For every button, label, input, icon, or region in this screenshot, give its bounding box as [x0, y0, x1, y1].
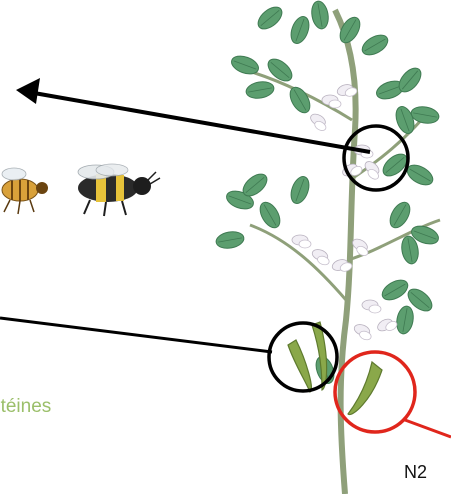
seed-pod [348, 362, 382, 415]
seed-pod [288, 340, 311, 392]
arrow-head [16, 78, 40, 104]
bumblebee-icon [78, 164, 160, 216]
n2-connector-line [405, 420, 451, 437]
plant-stem [335, 10, 356, 494]
protein-connector-line [0, 318, 272, 352]
bee-icon [2, 168, 48, 214]
plant-leaves [215, 0, 441, 386]
proteins-label: otéines [0, 396, 51, 418]
n2-label: N2 [404, 462, 427, 483]
